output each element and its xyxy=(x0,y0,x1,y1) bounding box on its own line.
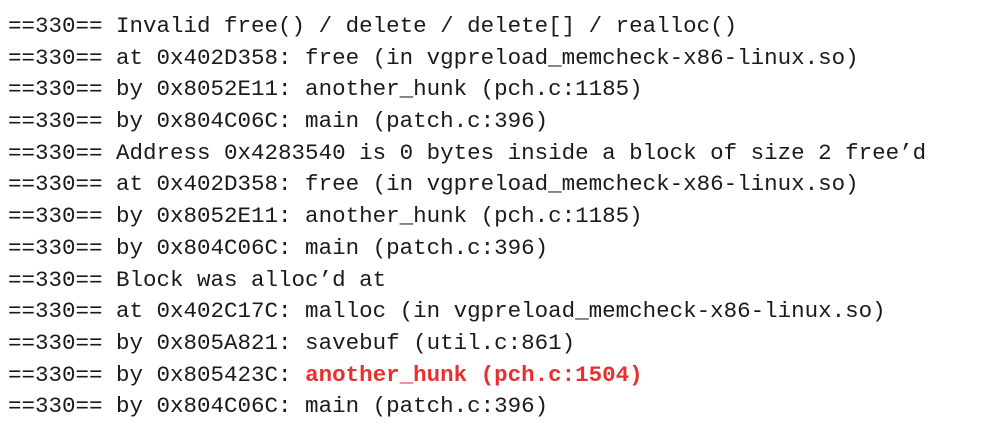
log-line: ==330== by 0x804C06C: main (patch.c:396) xyxy=(8,233,993,265)
log-line: ==330== Block was alloc’d at xyxy=(8,265,993,297)
log-line: ==330== at 0x402D358: free (in vgpreload… xyxy=(8,43,993,75)
log-line-text: by 0x804C06C: main (patch.c:396) xyxy=(116,393,549,420)
log-line-prefix: ==330== xyxy=(8,203,103,230)
log-line-text: by 0x805A821: savebuf (util.c:861) xyxy=(116,329,576,356)
log-line-prefix: ==330== xyxy=(8,393,103,420)
log-line-text: at 0x402D358: free (in vgpreload_memchec… xyxy=(116,44,859,71)
log-line-prefix: ==330== xyxy=(8,108,103,135)
log-line-text: by 0x8052E11: another_hunk (pch.c:1185) xyxy=(116,76,643,103)
log-line: ==330== by 0x804C06C: main (patch.c:396) xyxy=(8,106,993,138)
log-line: ==330== Address 0x4283540 is 0 bytes ins… xyxy=(8,138,993,170)
log-line: ==330== by 0x8052E11: another_hunk (pch.… xyxy=(8,201,993,233)
log-line-prefix: ==330== xyxy=(8,76,103,103)
log-line-text: by 0x804C06C: main (patch.c:396) xyxy=(116,108,549,135)
log-line: ==330== by 0x804C06C: main (patch.c:396) xyxy=(8,391,993,423)
log-line-prefix: ==330== xyxy=(8,266,103,293)
log-line-prefix: ==330== xyxy=(8,329,103,356)
log-line-prefix: ==330== xyxy=(8,361,103,388)
log-line-prefix: ==330== xyxy=(8,139,103,166)
log-line: ==330== Invalid free() / delete / delete… xyxy=(8,11,993,43)
log-line-text: by 0x8052E11: another_hunk (pch.c:1185) xyxy=(116,203,643,230)
log-line: ==330== at 0x402D358: free (in vgpreload… xyxy=(8,169,993,201)
log-line-highlight: another_hunk (pch.c:1504) xyxy=(305,361,643,388)
log-line-highlighted: ==330== by 0x805423C: another_hunk (pch.… xyxy=(8,360,993,392)
log-line-text: Address 0x4283540 is 0 bytes inside a bl… xyxy=(116,139,927,166)
log-line-prefix: ==330== xyxy=(8,234,103,261)
log-line-prefix: ==330== xyxy=(8,171,103,198)
log-line-prefix: ==330== xyxy=(8,44,103,71)
log-line-text: by 0x805423C: xyxy=(116,361,306,388)
log-line-prefix: ==330== xyxy=(8,298,103,325)
log-line-prefix: ==330== xyxy=(8,13,103,39)
log-line: ==330== at 0x402C17C: malloc (in vgprelo… xyxy=(8,296,993,328)
log-line: ==330== by 0x8052E11: another_hunk (pch.… xyxy=(8,74,993,106)
log-line-text: by 0x804C06C: main (patch.c:396) xyxy=(116,234,549,261)
log-line-text: at 0x402C17C: malloc (in vgpreload_memch… xyxy=(116,298,886,325)
log-line-text: at 0x402D358: free (in vgpreload_memchec… xyxy=(116,171,859,198)
log-line-text: Invalid free() / delete / delete[] / rea… xyxy=(116,13,738,39)
log-line: ==330== by 0x805A821: savebuf (util.c:86… xyxy=(8,328,993,360)
log-line-text: Block was alloc’d at xyxy=(116,266,387,293)
